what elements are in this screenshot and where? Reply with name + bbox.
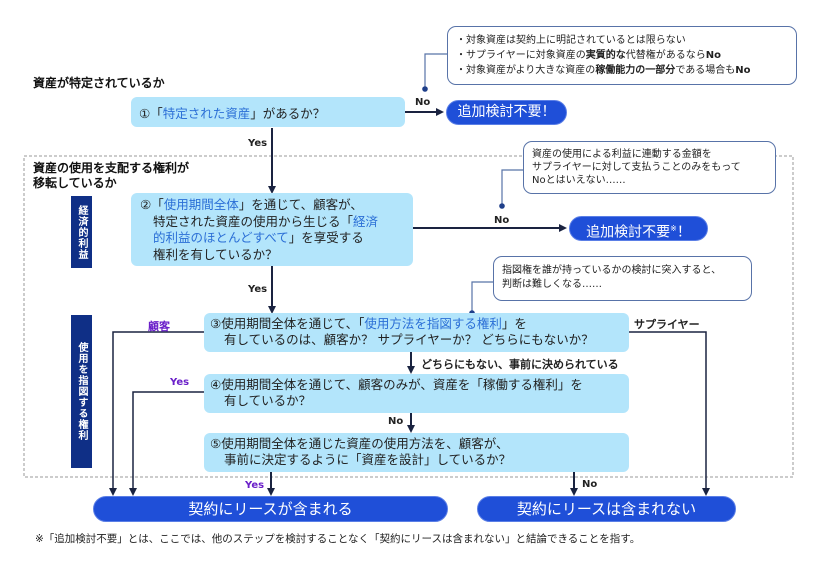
note-direct-use: 指図権を誰が持っているかの検討に突入すると、 判断は難しくなる……	[493, 256, 752, 301]
note1-line: ・サプライヤーに対象資産の実質的な代替権があるならNo	[456, 48, 796, 63]
note1-emphasis: 実質的な	[585, 50, 626, 61]
q2-mid2: 」を享受する	[288, 230, 364, 245]
edge-q3-customer	[109, 331, 204, 496]
side-label-economic-benefit: 経済的利益	[71, 196, 92, 268]
q2-highlight-period: 使用期間全体	[163, 197, 239, 212]
label-q5-no: No	[582, 479, 598, 490]
note1-emphasis: No	[735, 65, 751, 76]
note2-line: 資産の使用による利益に連動する金額を	[532, 149, 712, 160]
question-4: ④使用期間全体を通じて、顧客のみが、資産を「稼働する権利」を 有しているか？	[204, 374, 629, 413]
note1-pin	[422, 86, 428, 92]
note1-connector	[424, 53, 448, 88]
label-q5-yes: Yes	[245, 480, 265, 491]
outcome-no-further-review-2: 追加検討不要※！	[569, 216, 708, 241]
q2-num: ②	[140, 197, 152, 212]
q4-line2: 有しているか？	[224, 393, 312, 408]
q5-line2: 事前に決定するように「資産を設計」しているか？	[224, 452, 512, 467]
outcome-no-lease: 契約にリースは含まれない	[477, 496, 736, 522]
q3-num: ③	[210, 316, 222, 331]
note2-connector	[501, 169, 524, 206]
q2-mid1: 」を通じて、顧客が、	[238, 197, 363, 212]
question-1: ①「特定された資産」があるか？	[131, 97, 405, 127]
note2-line: サプライヤーに対して支払うことのみをもって	[532, 162, 741, 173]
note3-line: 判断は難しくなる……	[502, 279, 602, 290]
outcome-2-end: ！	[676, 224, 691, 241]
note1-text: ・サプライヤーに対象資産の	[456, 50, 586, 61]
q1-post: 」があるか？	[250, 106, 326, 121]
q1-highlight: 特定された資産	[162, 106, 251, 121]
note2-line: Noとはいえない……	[532, 175, 626, 186]
q2-highlight-econ-b: 的利益のほとんどすべて	[153, 230, 289, 245]
note-economic-benefit: 資産の使用による利益に連動する金額を サプライヤーに対して支払うことのみをもって…	[523, 141, 776, 194]
q3-line2: 有しているのは、顧客か？ サプライヤーか？ どちらにもないか？	[224, 332, 594, 347]
label-q4-yes: Yes	[170, 377, 190, 388]
note1-line: ・対象資産は契約上に明記されているとは限らない	[456, 33, 796, 48]
label-q1-yes: Yes	[248, 138, 268, 149]
label-q1-no: No	[415, 97, 431, 108]
question-2: ②「使用期間全体」を通じて、顧客が、 特定された資産の使用から生じる「経済 的利…	[131, 193, 413, 266]
q2-line2: 特定された資産の使用から生じる「	[153, 213, 354, 229]
outcome-2-text: 追加検討不要	[586, 224, 671, 241]
outcome-no-further-review-1: 追加検討不要！	[446, 100, 567, 125]
note1-text: ・対象資産は契約上に明記されているとは限らない	[456, 35, 686, 46]
q3-post: 」を	[501, 316, 527, 331]
q3-pre: 使用期間全体を通じて、「	[221, 316, 365, 331]
q2-line4: 権利を有しているか？	[153, 246, 278, 262]
label-q3-supplier: サプライヤー	[634, 318, 700, 331]
edge-q3-supplier	[629, 331, 710, 496]
side-label-direct-use: 使用を指図する権利	[71, 315, 92, 468]
q4-num: ④	[210, 377, 222, 392]
note3-connector	[471, 281, 494, 312]
note1-emphasis: 稼働能力の一部分	[595, 65, 676, 76]
q4-line1: 使用期間全体を通じて、顧客のみが、資産を「稼働する権利」を	[221, 377, 583, 392]
section-control-title: 資産の使用を支配する権利が 移転しているか	[33, 161, 189, 191]
q2-highlight-econ-a: 経済	[353, 213, 379, 229]
note3-line: 指図権を誰が持っているかの検討に突入すると、	[502, 265, 722, 276]
q3-highlight: 使用方法を指図する権利	[364, 316, 502, 331]
q2-pre: 「	[151, 197, 164, 212]
q5-num: ⑤	[210, 436, 222, 451]
note1-text: ・対象資産がより大きな資産の	[456, 65, 596, 76]
label-q3-neither: どちらにもない、事前に決められている	[421, 358, 619, 371]
note1-text: である場合も	[675, 65, 736, 76]
note1-emphasis: No	[705, 50, 721, 61]
label-q2-yes: Yes	[248, 284, 268, 295]
label-q3-customer: 顧客	[148, 320, 170, 333]
edge-q4-yes	[129, 391, 204, 496]
q1-pre: 「	[150, 106, 163, 121]
q5-line1: 使用期間全体を通じた資産の使用方法を、顧客が、	[221, 436, 509, 451]
label-q4-no: No	[388, 416, 404, 427]
question-3: ③使用期間全体を通じて、「使用方法を指図する権利」を 有しているのは、顧客か？ …	[204, 313, 629, 352]
section-control-line1: 資産の使用を支配する権利が	[33, 161, 190, 175]
note1-text: 代替権	[625, 50, 656, 61]
note-asset-identification: ・対象資産は契約上に明記されているとは限らない・サプライヤーに対象資産の実質的な…	[447, 26, 797, 85]
note1-text: があるなら	[655, 50, 706, 61]
section-control-line2: 移転しているか	[33, 176, 117, 190]
section-identified-asset: 資産が特定されているか	[33, 76, 165, 90]
note2-pin	[499, 203, 505, 209]
note1-line: ・対象資産がより大きな資産の稼働能力の一部分である場合もNo	[456, 63, 796, 78]
label-q2-no: No	[494, 215, 510, 226]
outcome-contains-lease: 契約にリースが含まれる	[93, 496, 448, 522]
outcome-2-mark: ※	[670, 224, 677, 233]
q1-num: ①	[139, 106, 151, 121]
footnote: ※「追加検討不要」とは、ここでは、他のステップを検討することなく「契約にリースは…	[35, 533, 641, 545]
question-5: ⑤使用期間全体を通じた資産の使用方法を、顧客が、 事前に決定するように「資産を設…	[204, 433, 629, 472]
